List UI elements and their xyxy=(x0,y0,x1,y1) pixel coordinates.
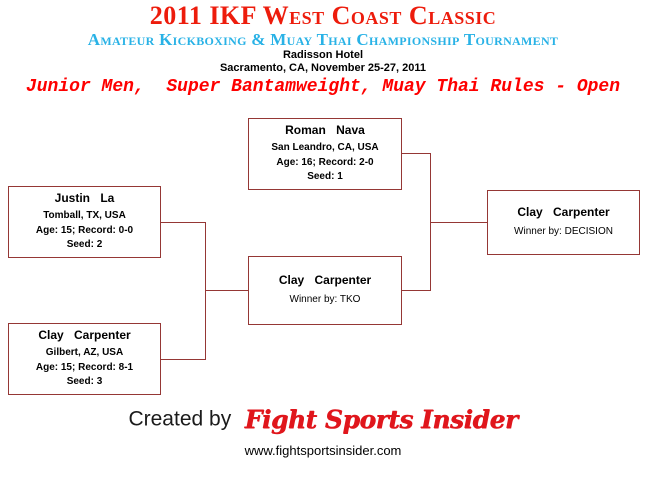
footer-credit: Created by Fight Sports Insider xyxy=(0,405,646,434)
fighter-hometown: Tomball, TX, USA xyxy=(43,210,126,222)
page-title: 2011 IKF West Coast Classic xyxy=(149,1,497,30)
fighter-box-seed2: Justin La Tomball, TX, USA Age: 15; Reco… xyxy=(8,186,161,258)
fighter-record: Age: 15; Record: 8-1 xyxy=(35,361,134,373)
brand-logo-text: Fight Sports Insider xyxy=(244,405,518,434)
winner-method: Winner by: TKO xyxy=(289,294,361,306)
fighter-name: Roman Nava xyxy=(285,123,365,138)
fighter-box-seed3: Clay Carpenter Gilbert, AZ, USA Age: 15;… xyxy=(8,323,161,395)
website-url: www.fightsportsinsider.com xyxy=(244,443,402,458)
fighter-seed: Seed: 3 xyxy=(66,376,103,388)
winner-name: Clay Carpenter xyxy=(278,273,372,288)
semifinal-winner-box: Clay Carpenter Winner by: TKO xyxy=(248,256,402,325)
page-subtitle: Amateur Kickboxing & Muay Thai Champions… xyxy=(87,30,559,49)
created-by-text: Created by xyxy=(128,407,232,431)
connector-left-vertical xyxy=(205,222,206,360)
division-title: Junior Men, Super Bantamweight, Muay Tha… xyxy=(25,77,621,97)
fighter-record: Age: 15; Record: 0-0 xyxy=(35,224,134,236)
fighter-box-seed1: Roman Nava San Leandro, CA, USA Age: 16;… xyxy=(248,118,402,190)
fighter-hometown: San Leandro, CA, USA xyxy=(271,142,379,154)
venue-name: Radisson Hotel xyxy=(282,49,364,61)
winner-name: Clay Carpenter xyxy=(517,205,610,220)
connector-final-in xyxy=(430,222,487,223)
location-date: Sacramento, CA, November 25-27, 2011 xyxy=(219,62,427,74)
fighter-hometown: Gilbert, AZ, USA xyxy=(45,347,124,359)
connector-semifinal-in xyxy=(205,290,248,291)
connector-semiwinner-out xyxy=(402,290,431,291)
fighter-seed: Seed: 2 xyxy=(66,239,103,251)
fighter-name: Justin La xyxy=(54,191,115,206)
fighter-record: Age: 16; Record: 2-0 xyxy=(276,156,374,168)
connector-seed2-out xyxy=(161,222,206,223)
connector-seed1-out xyxy=(402,153,431,154)
connector-seed3-out xyxy=(161,359,206,360)
winner-method: Winner by: DECISION xyxy=(514,226,613,238)
fighter-seed: Seed: 1 xyxy=(307,171,343,183)
fighter-name: Clay Carpenter xyxy=(38,328,131,343)
final-winner-box: Clay Carpenter Winner by: DECISION xyxy=(487,190,640,255)
